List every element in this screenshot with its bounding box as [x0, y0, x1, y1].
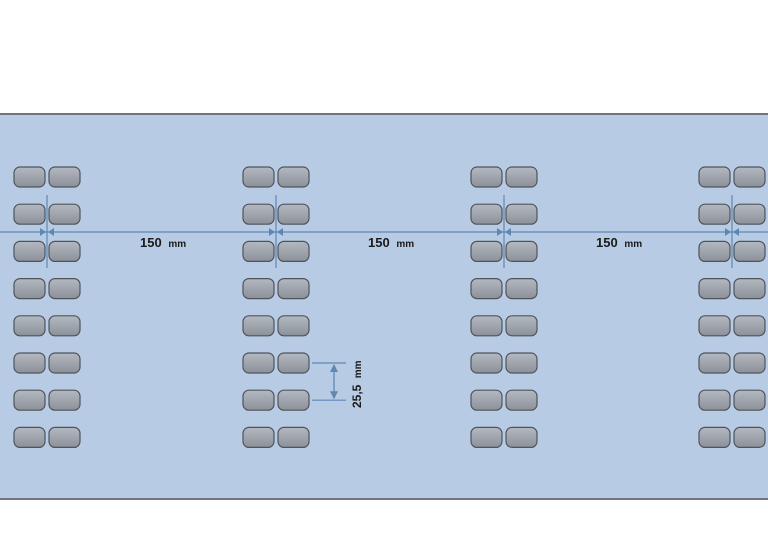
- slot-hole: [470, 389, 503, 411]
- slot-hole: [505, 203, 538, 225]
- slot-hole: [698, 278, 731, 300]
- slot-hole: [13, 166, 46, 188]
- arrowhead: [505, 228, 511, 236]
- arrowhead: [330, 391, 338, 400]
- spacing-label-2: 150 mm: [368, 235, 414, 250]
- slot-hole: [698, 352, 731, 374]
- spacing-unit-1: mm: [168, 239, 186, 250]
- slot-hole: [698, 240, 731, 262]
- spacing-label-1: 150 mm: [140, 235, 186, 250]
- slot-hole: [277, 240, 310, 262]
- slot-hole: [277, 203, 310, 225]
- slot-hole: [470, 166, 503, 188]
- slot-hole: [698, 389, 731, 411]
- arrowhead: [48, 228, 54, 236]
- arrowhead: [277, 228, 283, 236]
- slot-hole: [48, 278, 81, 300]
- slot-hole: [242, 389, 275, 411]
- slot-hole: [733, 389, 766, 411]
- slot-hole: [13, 352, 46, 374]
- slot-hole: [48, 240, 81, 262]
- slot-hole: [698, 315, 731, 337]
- slot-hole: [277, 426, 310, 448]
- slot-hole: [505, 352, 538, 374]
- slot-hole: [698, 166, 731, 188]
- slot-hole: [48, 315, 81, 337]
- spacing-value-1: 150: [140, 235, 162, 250]
- slot-hole: [242, 166, 275, 188]
- slot-hole: [698, 203, 731, 225]
- vertical-spacing-unit: mm: [353, 360, 364, 378]
- slot-hole: [733, 240, 766, 262]
- slot-hole: [13, 426, 46, 448]
- slot-hole: [242, 426, 275, 448]
- vertical-spacing-value: 25,5: [350, 384, 364, 408]
- arrowhead: [497, 228, 503, 236]
- slot-hole: [470, 315, 503, 337]
- slot-hole: [48, 389, 81, 411]
- slot-hole: [277, 352, 310, 374]
- spacing-label-3: 150 mm: [596, 235, 642, 250]
- slot-hole: [505, 278, 538, 300]
- slot-hole: [13, 389, 46, 411]
- arrowhead: [40, 228, 46, 236]
- slot-hole: [733, 278, 766, 300]
- slot-grid: [13, 166, 766, 448]
- arrowhead: [725, 228, 731, 236]
- slot-hole: [277, 389, 310, 411]
- slot-hole: [48, 426, 81, 448]
- arrowhead: [330, 364, 338, 372]
- slot-hole: [277, 166, 310, 188]
- slot-hole: [733, 203, 766, 225]
- slot-hole: [470, 278, 503, 300]
- spacing-unit-3: mm: [624, 239, 642, 250]
- arrowhead: [733, 228, 739, 236]
- perforated-panel: [0, 113, 768, 500]
- slot-hole: [733, 352, 766, 374]
- slot-hole: [733, 426, 766, 448]
- slot-hole: [505, 166, 538, 188]
- slot-hole: [13, 315, 46, 337]
- slot-hole: [277, 315, 310, 337]
- slot-hole: [277, 278, 310, 300]
- slot-hole: [242, 315, 275, 337]
- slot-hole: [470, 240, 503, 262]
- slot-hole: [505, 240, 538, 262]
- slot-hole: [48, 352, 81, 374]
- slot-hole: [505, 426, 538, 448]
- slot-hole: [13, 240, 46, 262]
- slot-hole: [242, 278, 275, 300]
- slot-hole: [13, 278, 46, 300]
- slot-hole: [698, 426, 731, 448]
- vertical-spacing-label: 25,5 mm: [350, 360, 364, 408]
- slot-hole: [242, 203, 275, 225]
- slot-hole: [470, 426, 503, 448]
- slot-hole: [733, 166, 766, 188]
- arrowhead: [269, 228, 275, 236]
- slot-hole: [242, 352, 275, 374]
- spacing-value-3: 150: [596, 235, 618, 250]
- slot-hole: [242, 240, 275, 262]
- slot-hole: [48, 166, 81, 188]
- slot-hole: [470, 352, 503, 374]
- spacing-value-2: 150: [368, 235, 390, 250]
- spacing-unit-2: mm: [396, 239, 414, 250]
- slot-hole: [733, 315, 766, 337]
- slot-hole: [505, 389, 538, 411]
- dimension-lines: [0, 195, 768, 401]
- slot-hole: [505, 315, 538, 337]
- slot-hole: [13, 203, 46, 225]
- slot-hole: [48, 203, 81, 225]
- slot-hole: [470, 203, 503, 225]
